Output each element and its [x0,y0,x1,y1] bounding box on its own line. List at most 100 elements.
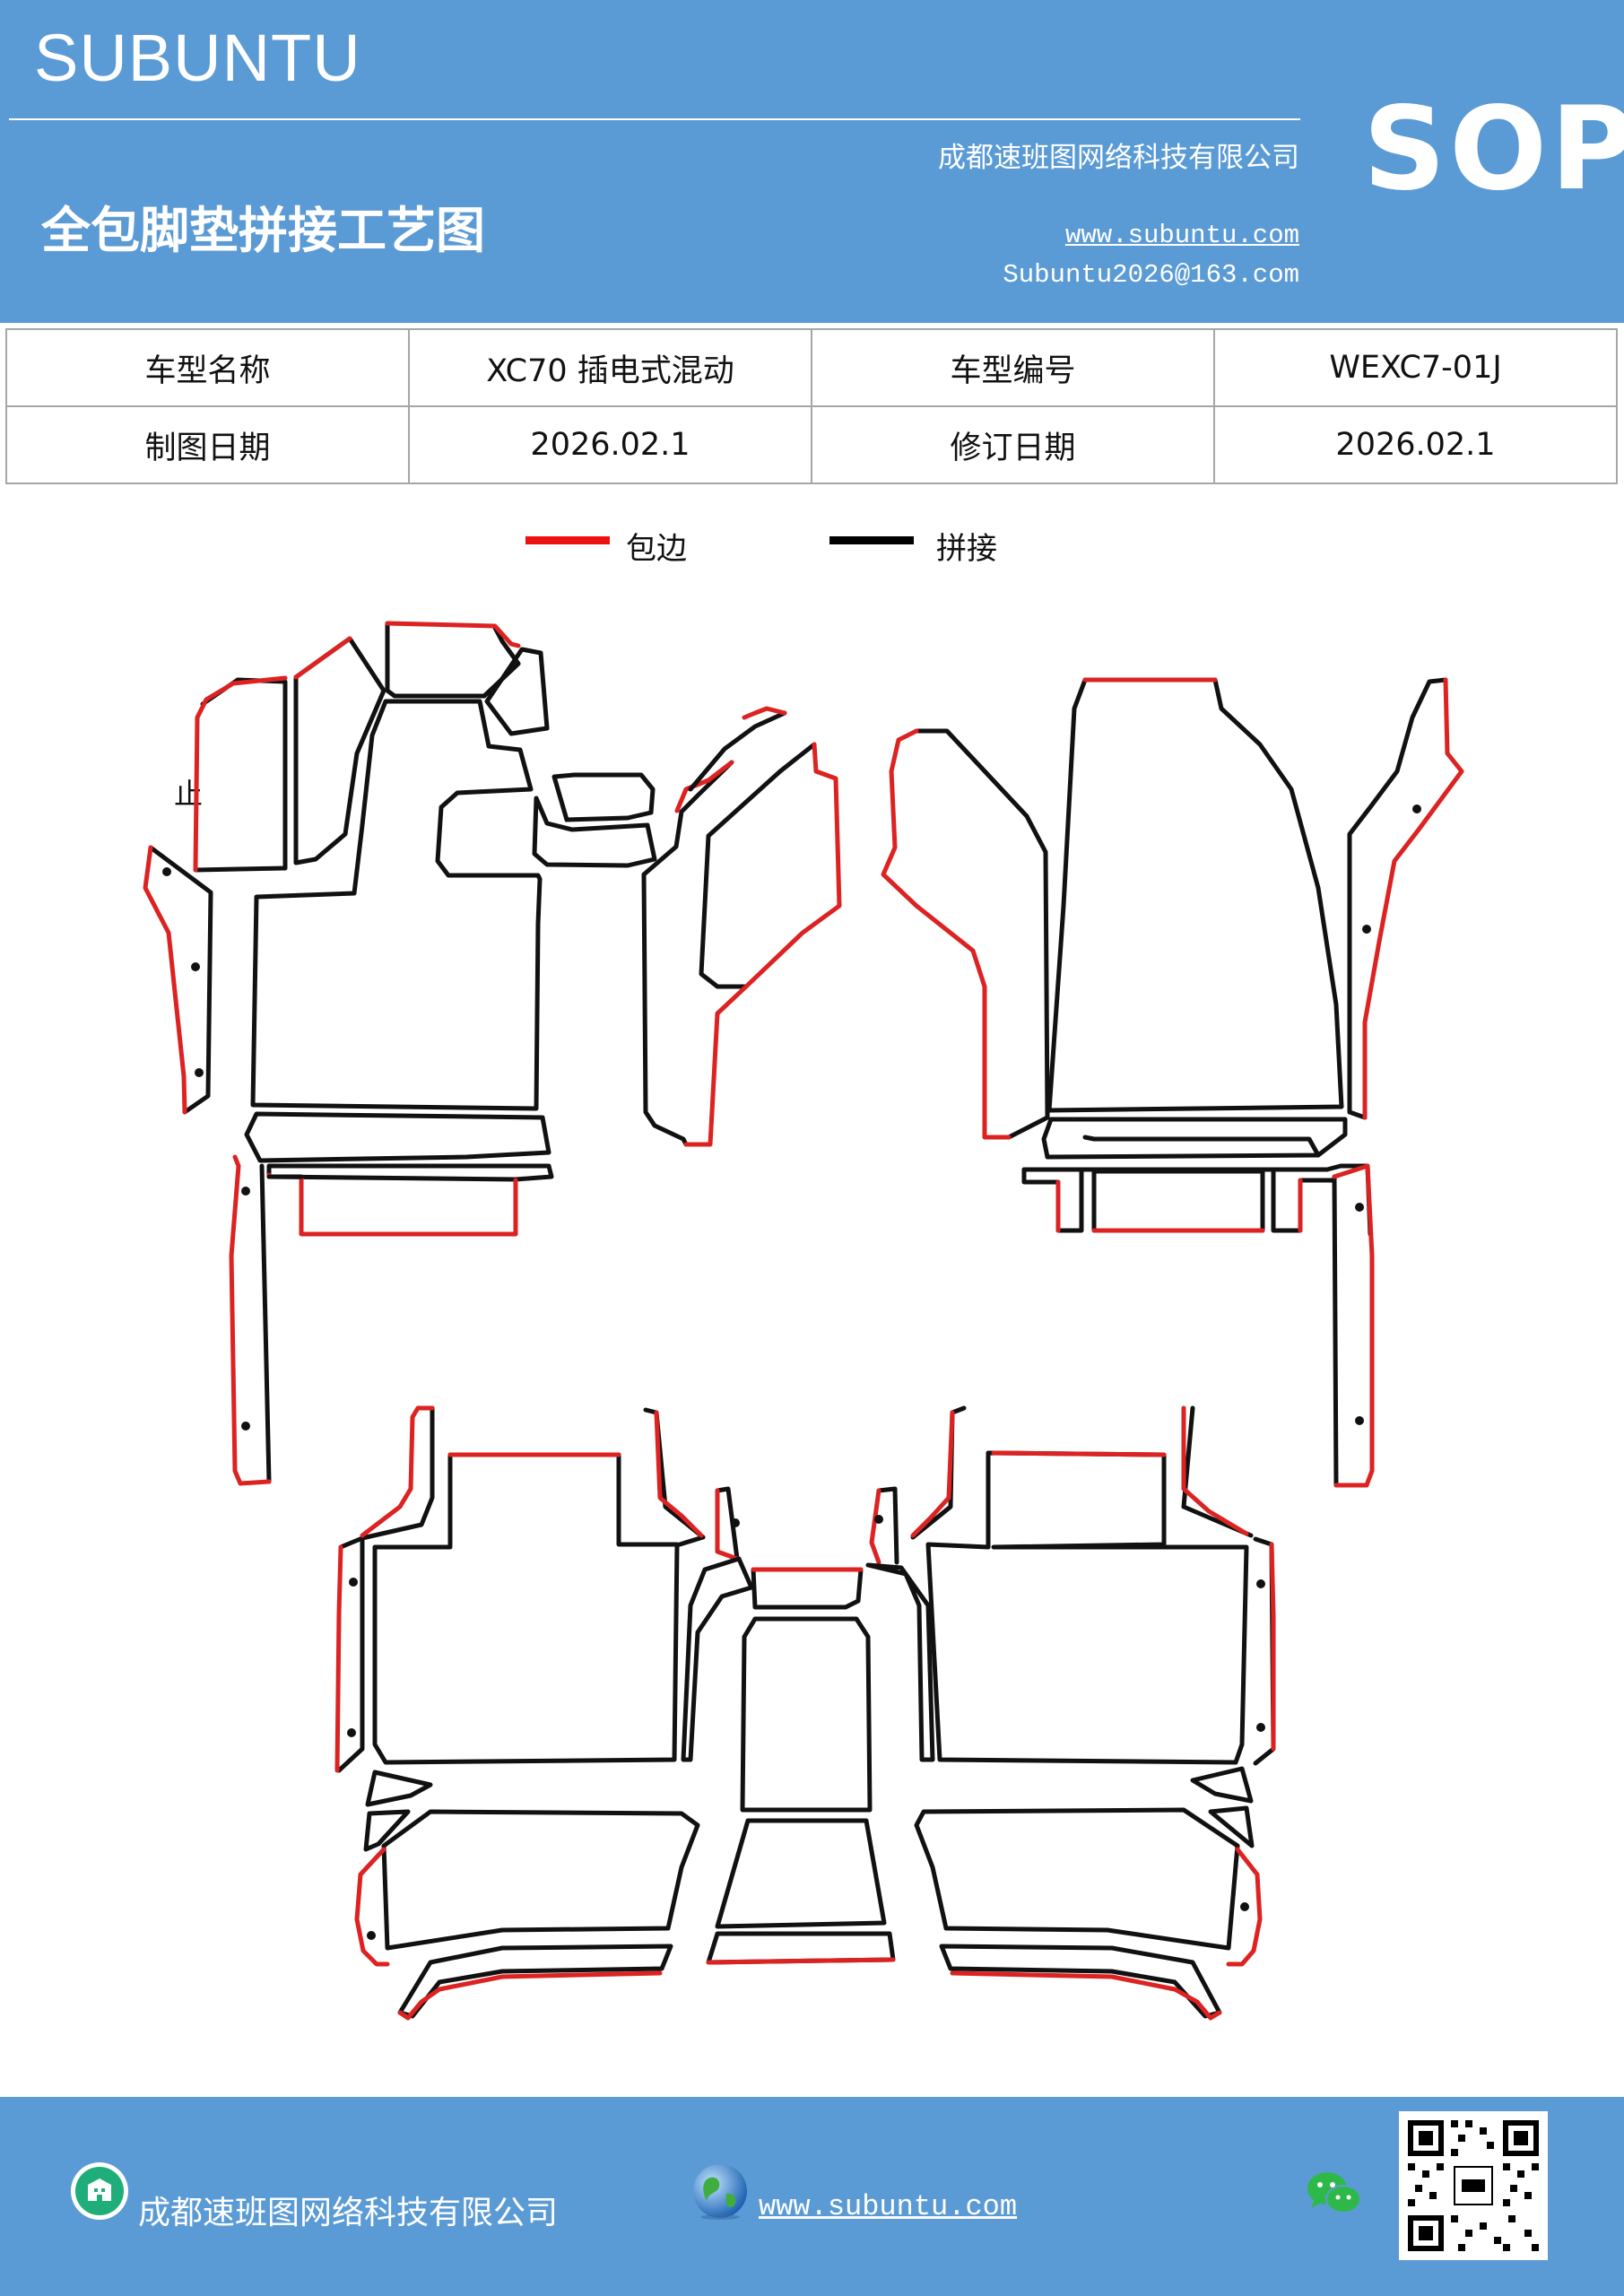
mat-edge [266,1172,518,1237]
legend-edge-label: 包边 [626,531,687,567]
mat-piece [1082,1135,1321,1158]
mat-piece [381,1809,700,1951]
hole-dot [1256,1723,1265,1732]
globe-icon [693,2164,747,2220]
mat-piece [397,1944,673,2019]
mat-edge [881,728,1012,1140]
hole-dot [1256,1579,1265,1588]
rear-mat-group [334,1405,1276,2021]
mat-edge [293,636,352,680]
mat-piece [876,1486,899,1565]
website-link[interactable]: www.subuntu.com [1064,221,1299,250]
mat-piece [148,845,213,1115]
mat-piece [266,1163,554,1182]
sop-badge: SOP [1363,83,1624,216]
mat-piece [365,1770,433,1807]
mat-piece [1208,1805,1255,1848]
floor-mat-diagram: 止 [143,621,1464,2021]
hole-dot [1240,1902,1249,1911]
mat-piece [939,1944,1222,2019]
hole-dot [349,1578,358,1587]
hole-dot [731,1518,740,1527]
mat-piece [914,1807,1240,1951]
label-revision-date: 修订日期 [811,405,1215,484]
label-model-code: 车型编号 [811,328,1215,407]
mat-edge [229,1154,272,1486]
hole-dot [367,1931,376,1940]
hole-dot [1412,804,1421,813]
front-right-mat-group [881,677,1464,1488]
mat-piece [643,1407,706,1547]
mat-edge [706,1957,896,1965]
vehicle-info-table: 车型名称 XC70 插电式混动 车型编号 WEXC7-01J 制图日期 2026… [5,328,1618,484]
mat-piece [1091,1169,1265,1233]
mat-piece [715,1818,887,1929]
mat-edge [991,1450,1167,1457]
mat-piece [259,1163,272,1484]
mat-edge [334,1544,343,1773]
legend-edge-swatch [525,536,610,544]
hole-dot [1355,1416,1364,1425]
legend-seam-swatch [829,536,914,544]
wechat-icon[interactable] [1304,2167,1365,2221]
mat-edge [193,675,288,873]
mat-piece [688,710,787,792]
front-left-mat-group [143,621,842,1486]
mat-piece [532,796,657,868]
mat-edge [385,621,521,648]
mat-piece [385,621,521,699]
header-banner: SUBUNTU SOP 成都速班图网络科技有限公司 全包脚垫拼接工艺图 www.… [0,0,1624,323]
mat-piece [484,647,550,736]
email-address: Subuntu2026@163.com [1003,260,1299,290]
hole-dot [241,1187,250,1196]
mat-edge [950,1970,1222,2021]
value-model-name: XC70 插电式混动 [408,328,812,407]
hole-dot [874,1515,883,1524]
table-row: 车型名称 XC70 插电式混动 车型编号 WEXC7-01J [5,328,1618,407]
footer-website-link[interactable]: www.subuntu.com [759,2190,1018,2223]
footer-company-name: 成都速班图网络科技有限公司 [138,2195,559,2231]
document-title: 全包脚垫拼接工艺图 [41,201,486,259]
label-draw-date: 制图日期 [5,405,410,484]
mat-piece [193,677,288,873]
mat-piece [914,728,1050,1140]
qr-code-icon[interactable] [1399,2111,1548,2260]
mat-piece [715,1486,740,1561]
mat-piece [681,1556,754,1762]
mat-edge [360,1405,435,1538]
mat-edge [1181,1405,1249,1536]
mat-edge [674,760,734,813]
mat-piece [925,1450,1249,1765]
mat-piece [372,1452,680,1765]
mat-piece [1181,1405,1254,1538]
hole-dot [1362,925,1371,934]
header-divider [9,118,1300,120]
value-model-code: WEXC7-01J [1213,328,1618,407]
mat-piece [865,1562,935,1762]
mat-edge [654,1410,704,1538]
hole-dot [347,1728,356,1737]
hole-dot [191,962,200,971]
mat-piece [1332,1174,1339,1488]
mat-piece [244,1111,551,1163]
footer-banner: 成都速班图网络科技有限公司 www.subuntu.com [0,2097,1624,2296]
mat-edge [1332,1163,1375,1488]
value-draw-date: 2026.02.1 [408,405,812,484]
mat-piece [1271,1167,1337,1233]
mat-piece [910,1405,967,1540]
mat-edge [354,1847,390,1967]
mat-piece [1046,677,1344,1113]
mat-edge [715,1488,740,1561]
value-revision-date: 2026.02.1 [1213,405,1618,484]
mat-edge [1226,1847,1263,1967]
mat-piece [1347,677,1448,1120]
mat-edge [143,845,187,1115]
mat-edge [910,1410,955,1538]
mat-piece [1190,1766,1254,1804]
mat-piece [551,772,656,822]
label-model-name: 车型名称 [5,328,410,407]
mat-edge [397,1970,663,2021]
mat-edge [683,742,842,1147]
hole-dot [162,867,171,876]
mat-piece [751,1567,864,1610]
